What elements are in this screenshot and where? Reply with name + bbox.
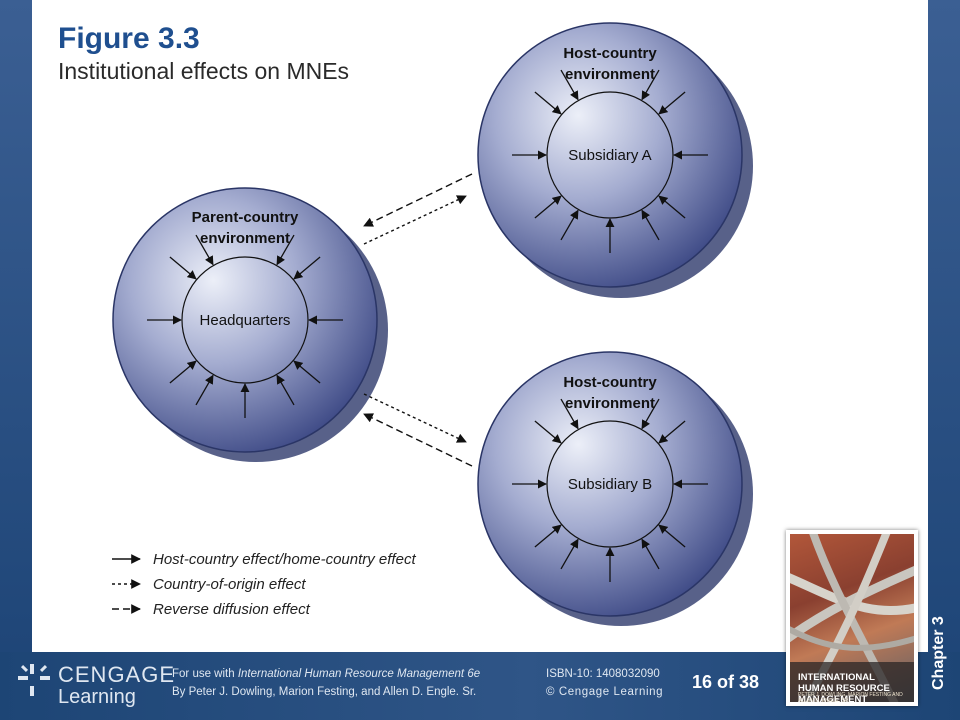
inward-effect-arrow bbox=[641, 538, 660, 570]
inward-effect-arrow bbox=[641, 209, 660, 241]
inward-effect-arrow bbox=[534, 420, 562, 444]
book-cover: INTERNATIONAL HUMAN RESOURCE MANAGEMENT … bbox=[786, 530, 918, 706]
legend: Host-country effect/home-country effect … bbox=[112, 551, 416, 618]
inward-effect-arrow bbox=[658, 195, 686, 219]
footer-book-prefix: For use with bbox=[172, 668, 238, 680]
subsidiary-a-env-line2: environment bbox=[565, 66, 655, 83]
inward-effect-arrow bbox=[276, 234, 295, 266]
inward-effect-arrow bbox=[641, 398, 660, 430]
inward-effect-arrow bbox=[293, 360, 321, 384]
inward-effect-arrow bbox=[534, 91, 562, 115]
legend-label-dashed: Reverse diffusion effect bbox=[153, 601, 311, 618]
subsidiary-a-group: Host-country environment Subsidiary A bbox=[477, 22, 753, 298]
left-decor-band bbox=[0, 0, 32, 652]
headquarters-ring bbox=[181, 256, 309, 384]
subsidiary-a-circle bbox=[477, 22, 743, 288]
subsidiary-b-circle bbox=[477, 351, 743, 617]
parent-country-circle bbox=[112, 187, 378, 453]
footer-authors-line: By Peter J. Dowling, Marion Festing, and… bbox=[172, 686, 477, 698]
inward-effect-arrow bbox=[195, 234, 214, 266]
reverse-diffusion-arrow-a bbox=[363, 173, 473, 227]
inward-effect-arrow bbox=[534, 524, 562, 548]
footer-isbn: ISBN-10: 1408032090 bbox=[546, 668, 660, 680]
highway-illustration bbox=[790, 534, 914, 702]
subsidiary-b-ring bbox=[546, 420, 674, 548]
country-of-origin-arrow-b bbox=[363, 393, 467, 443]
subsidiary-a-inward-arrows bbox=[512, 69, 708, 253]
inward-effect-arrow bbox=[534, 195, 562, 219]
footer-book-line: For use with International Human Resourc… bbox=[172, 666, 480, 682]
inward-effect-arrow bbox=[560, 398, 579, 430]
country-of-origin-arrow-a bbox=[363, 195, 467, 245]
inward-effect-arrow bbox=[195, 374, 214, 406]
legend-label-dotted: Country-of-origin effect bbox=[153, 576, 306, 593]
slide-subtitle: Institutional effects on MNEs bbox=[58, 58, 350, 84]
inward-effect-arrow bbox=[658, 91, 686, 115]
inward-effect-arrow bbox=[560, 209, 579, 241]
page-indicator: 16 of 38 bbox=[692, 672, 760, 692]
right-decor-band bbox=[928, 0, 960, 652]
subsidiary-b-env-line2: environment bbox=[565, 395, 655, 412]
book-cover-title: INTERNATIONAL HUMAN RESOURCE MANAGEMENT bbox=[798, 672, 890, 702]
cengage-logo-icon bbox=[18, 664, 50, 696]
parent-env-line2: environment bbox=[200, 230, 290, 247]
parent-country-group: Parent-country environment Headquarters bbox=[112, 187, 388, 462]
institutional-effects-diagram: Parent-country environment Headquarters … bbox=[112, 22, 753, 626]
subsidiary-b-label: Subsidiary B bbox=[568, 476, 652, 493]
inward-effect-arrow bbox=[169, 256, 197, 280]
inward-effect-arrow bbox=[658, 420, 686, 444]
cengage-logo-text: CENGAGE bbox=[58, 662, 176, 687]
parent-env-line1: Parent-country bbox=[192, 209, 299, 226]
inward-effect-arrow bbox=[560, 69, 579, 101]
chapter-label: Chapter 3 bbox=[930, 616, 947, 690]
legend-label-solid: Host-country effect/home-country effect bbox=[153, 551, 416, 568]
parent-inward-arrows bbox=[147, 234, 343, 418]
inward-effect-arrow bbox=[293, 256, 321, 280]
subsidiary-b-group: Host-country environment Subsidiary B bbox=[477, 351, 753, 626]
footer-book-title: International Human Resource Management … bbox=[237, 668, 481, 680]
inward-effect-arrow bbox=[276, 374, 295, 406]
inward-effect-arrow bbox=[658, 524, 686, 548]
book-cover-authors: PETER J. DOWLING, MARION FESTING AND ALL… bbox=[798, 692, 903, 702]
inward-effect-arrow bbox=[560, 538, 579, 570]
headquarters-label: Headquarters bbox=[200, 312, 291, 329]
inward-effect-arrow bbox=[169, 360, 197, 384]
book-cover-image: INTERNATIONAL HUMAN RESOURCE MANAGEMENT … bbox=[790, 534, 914, 702]
subsidiary-b-inward-arrows bbox=[512, 398, 708, 582]
footer-copyright: © Cengage Learning bbox=[546, 686, 664, 698]
inward-effect-arrow bbox=[641, 69, 660, 101]
subsidiary-a-label: Subsidiary A bbox=[568, 147, 651, 164]
subsidiary-a-ring bbox=[546, 91, 674, 219]
reverse-diffusion-arrow-b bbox=[363, 413, 473, 467]
subsidiary-b-env-line1: Host-country bbox=[563, 374, 657, 391]
subsidiary-a-env-line1: Host-country bbox=[563, 45, 657, 62]
slide-title: Figure 3.3 bbox=[58, 22, 200, 55]
learning-logo-text: Learning bbox=[58, 686, 136, 708]
